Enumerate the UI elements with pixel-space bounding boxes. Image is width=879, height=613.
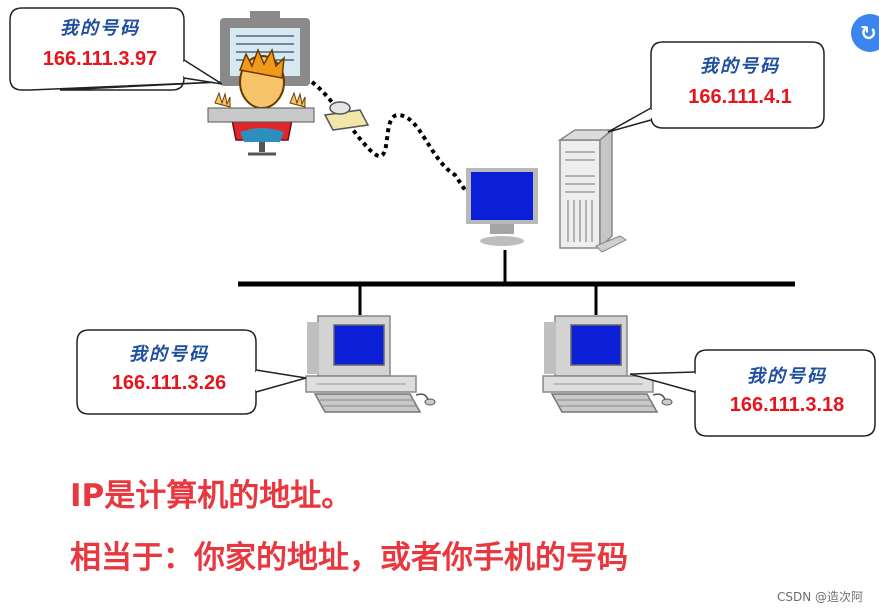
side-action-button[interactable]: ↻ bbox=[851, 14, 879, 52]
callout-bubble-1 bbox=[9, 7, 223, 91]
callout-bubble-3 bbox=[76, 329, 307, 415]
callout-3-ip: 166.111.3.26 bbox=[111, 372, 227, 394]
computer-icon-right bbox=[542, 315, 673, 413]
dotted-cable bbox=[310, 80, 467, 192]
server-icon bbox=[466, 128, 627, 253]
callout-bubble-2 bbox=[607, 41, 825, 133]
caption-line-1: IP是计算机的地址。 bbox=[70, 478, 353, 514]
callout-4-title: 我的号码 bbox=[747, 366, 827, 387]
user-computer-icon bbox=[207, 11, 370, 156]
watermark: CSDN @造次阿 bbox=[776, 590, 863, 604]
callout-1-ip: 166.111.3.97 bbox=[42, 48, 158, 70]
callout-bubble-4 bbox=[629, 349, 876, 437]
callout-2-title: 我的号码 bbox=[700, 56, 780, 77]
callout-2-ip: 166.111.4.1 bbox=[688, 86, 792, 108]
computer-icon-left bbox=[305, 315, 436, 413]
callout-4-ip: 166.111.3.18 bbox=[729, 394, 845, 416]
caption-line-2: 相当于：你家的地址，或者你手机的号码 bbox=[70, 540, 628, 576]
callout-3-title: 我的号码 bbox=[129, 344, 209, 365]
sync-icon: ↻ bbox=[860, 21, 877, 45]
callout-1-title: 我的号码 bbox=[60, 18, 140, 39]
